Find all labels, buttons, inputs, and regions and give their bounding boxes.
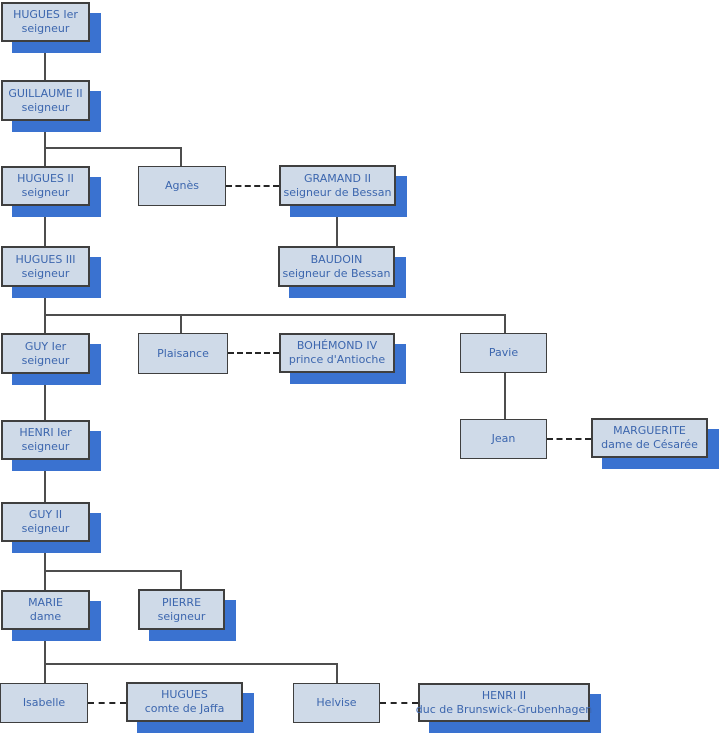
node-subtitle: duc de Brunswick-Grubenhagen	[415, 702, 593, 716]
connector-solid-h-8	[44, 314, 506, 316]
connector-solid-v-10	[504, 314, 506, 333]
connector-solid-v-9	[180, 314, 182, 333]
node-title: GUY II	[28, 508, 63, 521]
node-title: PIERRE	[161, 595, 202, 609]
connector-dashed-h-14	[547, 438, 591, 440]
node-title: GUILLAUME II	[8, 86, 83, 100]
tree-node-plaisance[interactable]: Plaisance	[138, 333, 228, 374]
node-subtitle: seigneur	[21, 100, 70, 114]
connector-solid-v-1	[44, 121, 46, 166]
node-title: HUGUES III	[15, 252, 76, 266]
connector-solid-v-12	[44, 374, 46, 420]
node-title: HENRI II	[481, 688, 527, 702]
node-subtitle: seigneur de Bessan	[283, 185, 392, 199]
node-subtitle: seigneur	[21, 266, 70, 280]
node-title: Isabelle	[22, 696, 66, 709]
connector-solid-h-2	[44, 147, 182, 149]
node-title: MARIE	[28, 596, 63, 609]
node-subtitle: seigneur	[21, 440, 70, 453]
connector-solid-v-19	[44, 630, 46, 683]
node-title: Pavie	[488, 346, 519, 359]
node-title: HENRI Ier	[19, 426, 72, 439]
tree-node-isabelle[interactable]: Isabelle	[0, 683, 88, 723]
connector-solid-v-21	[336, 663, 338, 683]
connector-solid-v-18	[180, 570, 182, 589]
node-subtitle: seigneur	[21, 353, 70, 367]
tree-node-helvise[interactable]: Helvise	[293, 683, 380, 723]
node-title: HUGUES	[161, 688, 208, 701]
node-title: BAUDOIN	[310, 252, 363, 266]
connector-solid-v-15	[44, 460, 46, 502]
node-subtitle: comte de Jaffa	[144, 702, 225, 715]
connector-dashed-h-4	[226, 185, 279, 187]
node-title: Helvise	[316, 696, 357, 709]
connector-solid-v-16	[44, 542, 46, 590]
node-title: Plaisance	[157, 346, 209, 360]
node-title: HUGUES II	[17, 172, 74, 185]
connector-solid-h-17	[44, 570, 182, 572]
node-subtitle: seigneur	[21, 186, 70, 199]
node-subtitle: dame de Césarée	[601, 438, 698, 451]
node-title: MARGUERITE	[613, 424, 686, 437]
tree-node-agnes[interactable]: Agnès	[138, 166, 226, 206]
node-title: Jean	[491, 432, 516, 445]
connector-solid-v-13	[504, 373, 506, 419]
connector-solid-v-7	[44, 287, 46, 333]
node-title: Agnès	[165, 179, 199, 192]
connector-solid-h-20	[44, 663, 338, 665]
node-title: HUGUES Ier	[13, 8, 78, 21]
node-subtitle: seigneur de Bessan	[282, 266, 391, 280]
connector-solid-v-6	[336, 206, 338, 246]
tree-node-pavie[interactable]: Pavie	[460, 333, 547, 373]
connector-dashed-h-23	[380, 702, 418, 704]
tree-node-jean[interactable]: Jean	[460, 419, 547, 459]
node-subtitle: prince d'Antioche	[288, 353, 386, 366]
connector-solid-v-0	[44, 42, 46, 80]
node-subtitle: seigneur	[21, 22, 70, 35]
connector-solid-v-3	[180, 147, 182, 166]
node-title: BOHÉMOND IV	[296, 339, 378, 352]
node-title: GRAMAND II	[304, 171, 371, 185]
node-subtitle: seigneur	[157, 609, 206, 623]
connector-dashed-h-22	[88, 702, 126, 704]
node-title: GUY Ier	[24, 339, 67, 353]
connector-dashed-h-11	[228, 352, 279, 354]
node-subtitle: seigneur	[21, 522, 70, 535]
node-subtitle: dame	[29, 610, 62, 623]
connector-solid-v-5	[44, 206, 46, 246]
